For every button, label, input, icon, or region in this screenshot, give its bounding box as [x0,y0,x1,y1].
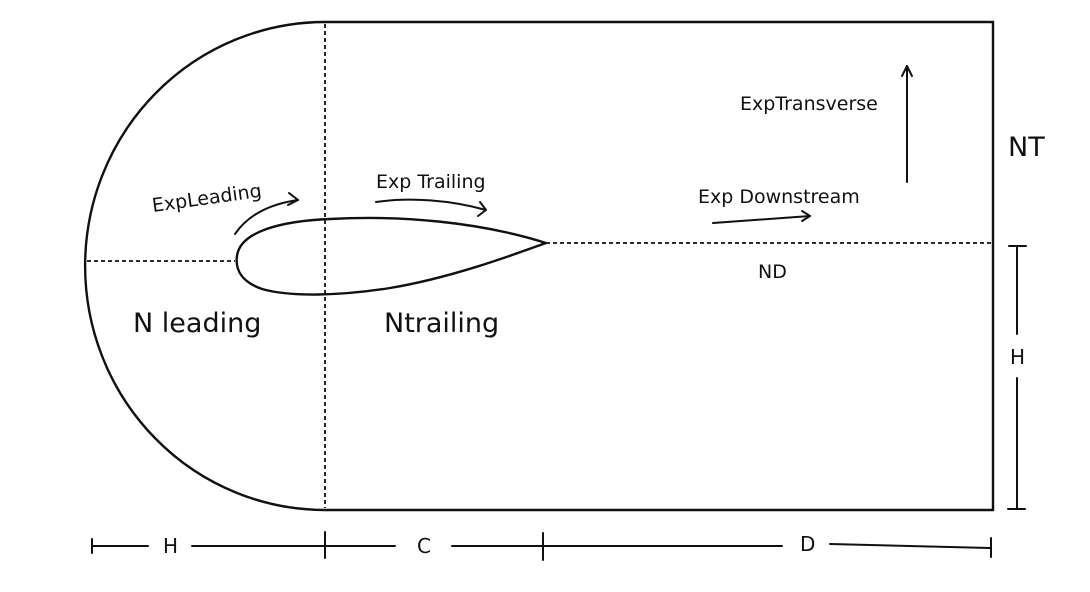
exp-leading-arrow [234,199,299,235]
label-nd: ND [758,261,787,283]
exp-downstream-arrow [712,215,811,224]
exp-downstream-arrowhead [801,210,811,222]
label-exp-transverse: ExpTransverse [740,93,878,115]
airfoil-shape [235,216,548,296]
exp-transverse-arrowhead [901,65,913,77]
dim-d-right-line [829,543,991,549]
dim-label-c: C [417,534,431,558]
dim-label-h-bottom: H [163,534,178,558]
dim-label-h-right: H [1010,345,1025,369]
label-exp-leading: ExpLeading [151,180,263,217]
label-exp-downstream: Exp Downstream [698,186,860,208]
label-n-leading: N leading [133,308,261,339]
label-n-trailing: Ntrailing [384,308,499,339]
dim-label-d: D [800,532,815,556]
semicircle-inlet-boundary [83,20,327,512]
label-nt: NT [1008,132,1045,163]
exp-leading-arrowhead [287,192,299,206]
exp-trailing-arrow [375,198,487,211]
label-exp-trailing: Exp Trailing [376,171,486,193]
exp-trailing-arrowhead [477,201,487,217]
